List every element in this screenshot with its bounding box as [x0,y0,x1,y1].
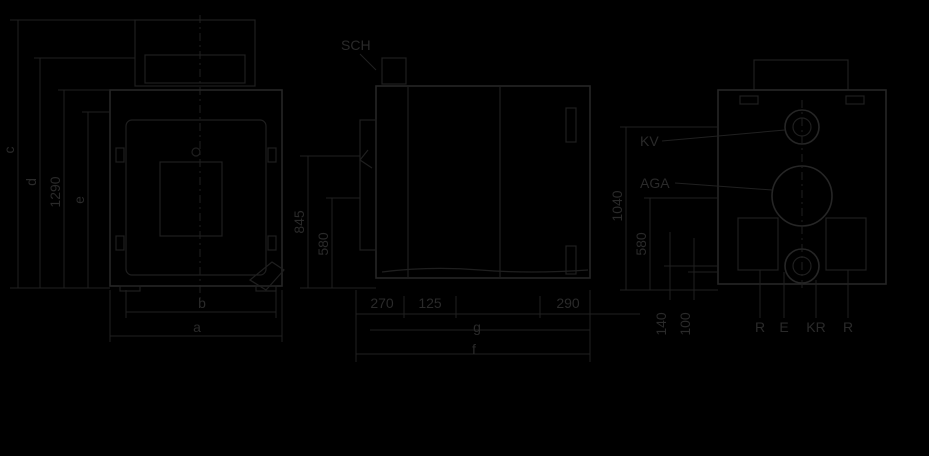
leader-aga [674,182,773,191]
rear-top-hood [753,59,849,91]
dim-g-label: g [473,319,481,335]
dim-b-label: b [198,295,206,311]
side-front-door-profile [359,119,377,251]
rear-slot-right [845,95,865,105]
dim-290-label: 290 [556,295,580,311]
label-sch: SCH [341,37,371,53]
dim-a-label: a [193,319,201,335]
flue-hood [134,19,256,87]
front-view: c d 1290 e b a [1,15,285,342]
label-aga: AGA [640,175,670,191]
label-r-left: R [755,319,765,335]
leader-kv [661,129,786,142]
dim-d-label: d [23,178,39,186]
dim-100-label: 100 [677,312,693,336]
dim-125-label: 125 [418,295,442,311]
front-inspection-window [159,161,223,237]
front-foot-right [255,285,277,292]
front-foot-left [119,285,141,292]
front-casing [109,89,283,287]
dim-580-rear-label: 580 [633,232,649,256]
rear-view: KV AGA 1040 580 140 100 R E KR R [609,59,887,336]
flue-hood-inner [144,54,246,84]
front-latch-top [267,147,277,163]
rear-panel-left [737,217,779,271]
front-knob [191,147,201,157]
front-door [125,119,267,276]
side-hinge-top [565,107,577,143]
leader-sch [359,53,377,71]
label-kr: KR [806,319,825,335]
side-hinge-bottom [565,245,577,275]
rear-panel-right [825,217,867,271]
dim-845-label: 845 [291,210,307,234]
dim-f-label: f [472,341,476,357]
side-flue-outlet [381,57,407,85]
side-view: SCH 845 580 270 125 290 g f [291,37,640,362]
side-sch-handle [359,149,373,169]
side-base-cable [381,267,589,273]
rear-slot-left [739,95,759,105]
front-handle [248,261,285,291]
dim-1290-label: 1290 [47,176,63,207]
dim-580-side-label: 580 [315,232,331,256]
dim-1040-label: 1040 [609,190,625,221]
front-hinge-top [115,147,125,163]
label-kv: KV [640,133,659,149]
label-e: E [779,319,788,335]
label-r-right: R [843,319,853,335]
dim-140-label: 140 [653,312,669,336]
dim-c-label: c [1,147,17,154]
dim-e-label: e [71,196,87,204]
front-latch-bottom [267,235,277,251]
front-hinge-bottom [115,235,125,251]
dim-270-label: 270 [370,295,394,311]
